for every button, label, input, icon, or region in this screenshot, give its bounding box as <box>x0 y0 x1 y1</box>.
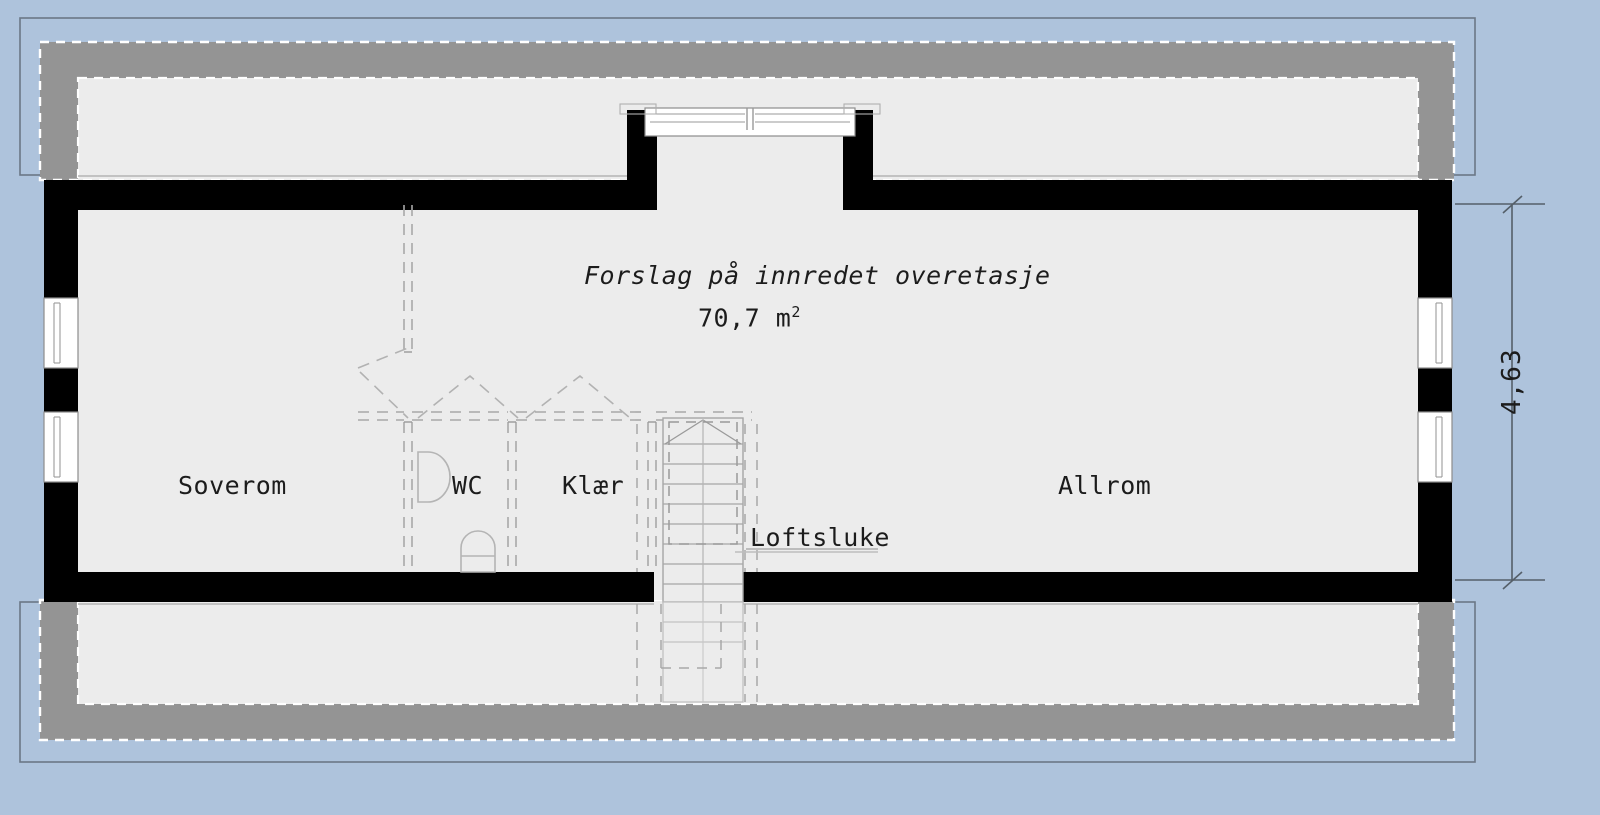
sink-icon <box>417 451 451 503</box>
dimension-arrow-icon <box>1455 195 1545 590</box>
roof-plane-bottom-dashed-edge <box>76 598 1420 706</box>
loftsluke-leader-line <box>735 548 878 553</box>
roof-plane-bottom <box>78 600 1418 704</box>
window-right-upper <box>1417 297 1453 369</box>
wall-top-left <box>44 180 627 210</box>
window-left-lower <box>43 411 79 483</box>
interior-partitions <box>403 205 657 572</box>
wall-top-right <box>869 180 1452 210</box>
ceiling-slope-indicators <box>357 347 631 419</box>
window-left-upper <box>43 297 79 369</box>
partition-end-caps <box>404 351 656 423</box>
wall-bottom-right <box>742 572 1452 602</box>
toilet-icon <box>460 530 496 573</box>
wall-left-middle <box>44 368 78 412</box>
window-dormer-double <box>619 103 881 137</box>
interior-floor <box>44 180 1450 600</box>
window-right-lower <box>1417 411 1453 483</box>
stair-icon <box>636 417 758 703</box>
wall-right-middle <box>1418 368 1452 412</box>
wall-bottom-left <box>44 572 654 602</box>
